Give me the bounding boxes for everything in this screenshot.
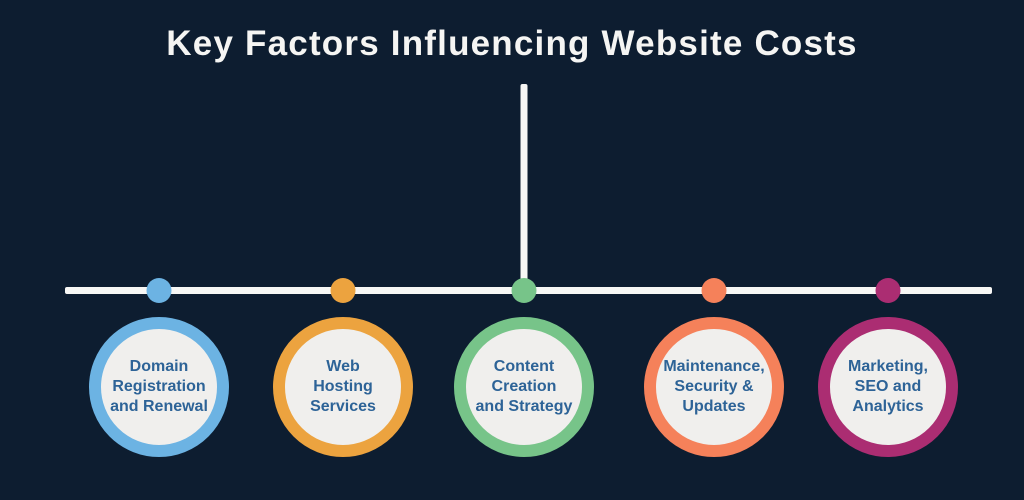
factor-circle-content-creation: Content Creation and Strategy: [454, 317, 594, 457]
factor-label-line: SEO and: [854, 378, 922, 395]
factor-label-line: and Renewal: [110, 398, 208, 415]
timeline-dot-blue: [146, 278, 172, 303]
factor-label-line: and Strategy: [475, 398, 573, 415]
timeline-dot-green: [511, 278, 537, 303]
factor-label-line: Creation: [491, 378, 557, 395]
page-title: Key Factors Influencing Website Costs: [166, 24, 858, 63]
factor-label-line: Web: [326, 358, 360, 375]
factor-label-line: Analytics: [852, 398, 924, 415]
factor-label-line: Domain: [129, 358, 189, 375]
factor-circle-web-hosting: Web Hosting Services: [273, 317, 413, 457]
timeline-dot-orange: [330, 278, 356, 303]
factor-label-line: Marketing,: [847, 358, 928, 375]
factor-label: Marketing, SEO and Analytics: [848, 357, 928, 417]
factor-label-line: Hosting: [313, 378, 373, 395]
factor-circle-maintenance-security: Maintenance, Security & Updates: [644, 317, 784, 457]
factor-label-line: Registration: [112, 378, 206, 395]
timeline-dot-magenta: [875, 278, 901, 303]
factor-circle-domain-registration: Domain Registration and Renewal: [89, 317, 229, 457]
timeline-vertical-connector: [520, 84, 528, 291]
factor-label-line: Security &: [674, 378, 754, 395]
factor-label: Domain Registration and Renewal: [110, 357, 208, 417]
factor-label-line: Services: [310, 398, 376, 415]
timeline-dot-coral: [701, 278, 727, 303]
factor-label-line: Content: [493, 358, 555, 375]
factor-label-line: Updates: [682, 398, 746, 415]
factor-label-line: Maintenance,: [663, 358, 765, 375]
factor-circle-marketing-seo: Marketing, SEO and Analytics: [818, 317, 958, 457]
factor-label: Content Creation and Strategy: [476, 357, 573, 417]
factor-label: Web Hosting Services: [310, 357, 376, 417]
factor-label: Maintenance, Security & Updates: [663, 357, 764, 417]
